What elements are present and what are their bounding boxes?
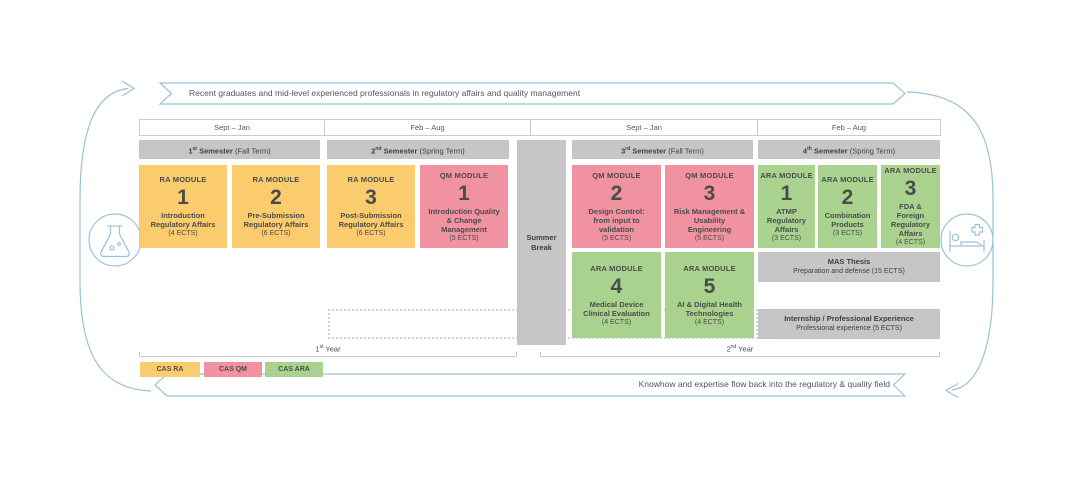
module-number: 2 (610, 181, 623, 205)
module-title: Design Control: from input to validation (588, 206, 645, 234)
module-ra-3: RA MODULE 3 Post-Submission Regulatory A… (327, 165, 415, 248)
semester-bar-4: 4th Semester (Spring Term) (758, 140, 940, 159)
module-track: RA MODULE (252, 175, 300, 184)
module-track: QM MODULE (685, 170, 734, 180)
module-ects: (5 ECTS) (694, 234, 725, 242)
year-1-label: 1st Year (315, 344, 341, 354)
module-track: QM MODULE (592, 170, 641, 180)
module-ects: (4 ECTS) (601, 318, 632, 326)
module-ara-4: ARA MODULE 4 Medical Device Clinical Eva… (572, 252, 661, 338)
hospital-bed-icon (940, 213, 994, 267)
legend-cas-qm: CAS QM (204, 362, 262, 377)
module-title: Combination Products (824, 211, 871, 229)
internship-block: Internship / Professional Experience Pro… (758, 309, 940, 339)
module-ara-5: ARA MODULE 5 AI & Digital Health Technol… (665, 252, 754, 338)
module-number: 2 (270, 186, 282, 209)
module-ects: (3 ECTS) (832, 230, 863, 237)
module-ects: (4 ECTS) (694, 318, 725, 326)
module-ects: (6 ECTS) (261, 230, 291, 237)
module-number: 3 (904, 177, 917, 200)
mas-thesis-subtitle: Preparation and defense (15 ECTS) (793, 268, 905, 275)
module-ects: (5 ECTS) (449, 234, 479, 242)
module-title: ATMP Regulatory Affairs (766, 206, 807, 234)
module-title: Introduction Regulatory Affairs (150, 211, 216, 229)
timeline-sept-jan-1: Sept – Jan (139, 119, 325, 136)
module-track: ARA MODULE (821, 175, 874, 184)
timeline-sept-jan-2: Sept – Jan (530, 119, 758, 136)
module-title: Post-Submission Regulatory Affairs (338, 211, 404, 229)
module-track: ARA MODULE (760, 170, 813, 180)
module-track: ARA MODULE (884, 166, 937, 175)
module-number: 1 (780, 181, 793, 205)
bottom-banner-label: Knowhow and expertise flow back into the… (638, 379, 890, 389)
module-ects: (6 ECTS) (356, 230, 386, 237)
legend-cas-ara: CAS ARA (265, 362, 323, 377)
internship-subtitle: Professional experience (5 ECTS) (796, 325, 902, 332)
module-title: AI & Digital Health Technologies (676, 299, 742, 318)
module-track: QM MODULE (439, 170, 489, 180)
module-track: RA MODULE (159, 175, 207, 184)
module-track: ARA MODULE (590, 263, 643, 273)
module-qm-2: QM MODULE 2 Design Control: from input t… (572, 165, 661, 248)
module-ara-1: ARA MODULE 1 ATMP Regulatory Affairs (3 … (758, 165, 815, 248)
module-title: Medical Device Clinical Evaluation (583, 299, 650, 318)
module-ra-2: RA MODULE 2 Pre-Submission Regulatory Af… (232, 165, 320, 248)
flask-icon (88, 213, 142, 267)
module-title: Risk Management & Usability Engineering (673, 206, 746, 234)
semester-bar-2: 2nd Semester (Spring Term) (327, 140, 509, 159)
top-banner-label: Recent graduates and mid-level experienc… (189, 88, 581, 98)
module-ra-1: RA MODULE 1 Introduction Regulatory Affa… (139, 165, 227, 248)
mas-thesis-title: MAS Thesis (827, 257, 871, 266)
module-ects: (4 ECTS) (895, 239, 926, 246)
module-number: 2 (841, 186, 854, 209)
module-number: 1 (458, 181, 470, 205)
module-title: Pre-Submission Regulatory Affairs (243, 211, 309, 229)
semester-bar-1: 1st Semester (Fall Term) (139, 140, 320, 159)
timeline-feb-aug-1: Feb – Aug (324, 119, 531, 136)
module-title: FDA & Foreign Regulatory Affairs (890, 202, 931, 238)
module-ects: (3 ECTS) (771, 234, 802, 242)
summer-break-block: Summer Break (517, 140, 566, 345)
module-number: 1 (177, 186, 189, 209)
year-2-label: 2nd Year (726, 344, 754, 354)
module-qm-3: QM MODULE 3 Risk Management & Usability … (665, 165, 754, 248)
semester-bar-3: 3rd Semester (Fall Term) (572, 140, 753, 159)
module-number: 3 (703, 181, 716, 205)
module-ects: (5 ECTS) (601, 234, 632, 242)
module-track: RA MODULE (347, 175, 395, 184)
legend-cas-ra: CAS RA (140, 362, 200, 377)
module-title: Introduction Quality & Change Management (428, 206, 500, 234)
mas-thesis-block: MAS Thesis Preparation and defense (15 E… (758, 252, 940, 282)
module-number: 4 (610, 274, 623, 298)
internship-title: Internship / Professional Experience (784, 314, 914, 323)
module-ects: (4 ECTS) (168, 230, 198, 237)
module-number: 5 (703, 274, 716, 298)
module-track: ARA MODULE (683, 263, 736, 273)
timeline-feb-aug-2: Feb – Aug (757, 119, 941, 136)
module-qm-1: QM MODULE 1 Introduction Quality & Chang… (420, 165, 508, 248)
module-number: 3 (365, 186, 377, 209)
module-ara-3: ARA MODULE 3 FDA & Foreign Regulatory Af… (881, 165, 940, 248)
module-ara-2: ARA MODULE 2 Combination Products (3 ECT… (818, 165, 877, 248)
